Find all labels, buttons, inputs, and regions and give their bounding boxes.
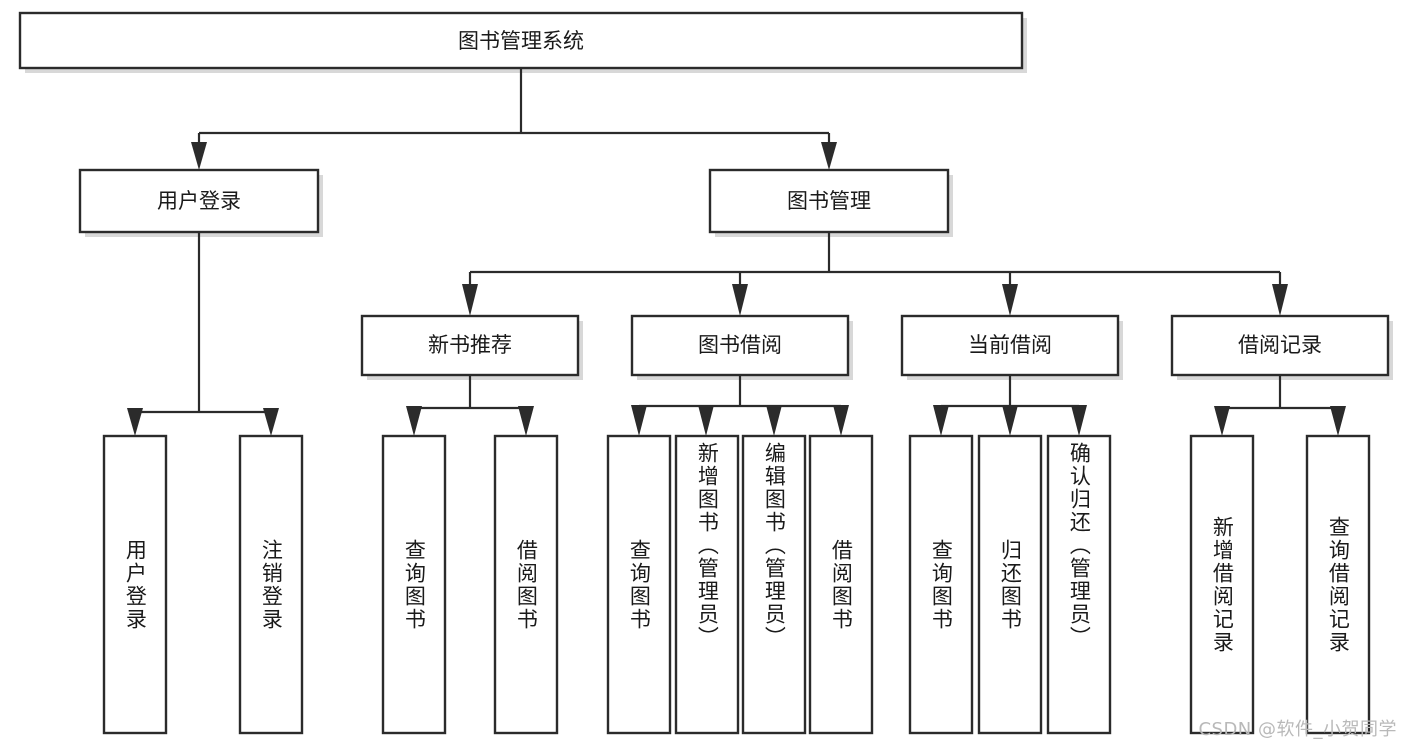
new-book-recommend-box[interactable] — [360, 314, 580, 377]
root-label: 图书管理系统 — [458, 29, 584, 53]
connectors-root-to-level2 — [191, 68, 837, 170]
leaf-box-query-book-3[interactable] — [908, 434, 974, 735]
leaf-box-add-book[interactable] — [674, 434, 740, 735]
leaf-box-borrow-book-1[interactable] — [493, 434, 559, 735]
leaf-box-return-book[interactable] — [977, 434, 1043, 735]
user-login-box[interactable] — [78, 168, 320, 234]
leaf-box-logout[interactable] — [238, 434, 304, 735]
arrow-leaf-query-book-1 — [406, 406, 422, 436]
leaf-box-add-record[interactable] — [1189, 434, 1255, 735]
borrow-record-box[interactable] — [1170, 314, 1390, 377]
leaf-box-user-login[interactable] — [102, 434, 168, 735]
leaf-box-borrow-book-2[interactable] — [808, 434, 874, 735]
book-management-box[interactable] — [708, 168, 950, 234]
connectors-book-mgmt-to-level3 — [462, 232, 1288, 316]
arrow-leaf-confirm-return — [1071, 405, 1087, 436]
current-borrow-box[interactable] — [900, 314, 1120, 377]
node-root[interactable]: 图书管理系统 — [18, 11, 1027, 73]
leaf-box-confirm-return[interactable] — [1046, 434, 1112, 735]
arrow-to-user-login — [191, 142, 207, 170]
root-box[interactable] — [18, 11, 1024, 70]
csdn-watermark: CSDN @软件_小贺同学 — [1198, 719, 1397, 740]
node-user-login[interactable]: 用户登录 — [78, 168, 323, 237]
leaf-box-query-book-1[interactable] — [381, 434, 447, 735]
arrow-leaf-user-login — [127, 408, 143, 436]
book-borrow-label: 图书借阅 — [698, 333, 782, 357]
new-book-recommend-label: 新书推荐 — [428, 333, 512, 357]
node-current-borrow[interactable]: 当前借阅 — [900, 314, 1123, 380]
arrow-leaf-return-book — [1002, 405, 1018, 436]
node-new-book-recommend[interactable]: 新书推荐 — [360, 314, 583, 380]
arrow-to-book-mgmt — [821, 142, 837, 170]
arrow-to-borrow-record — [1272, 284, 1288, 316]
leaf-boxes — [102, 434, 1371, 735]
arrow-leaf-logout — [263, 408, 279, 436]
current-borrow-label: 当前借阅 — [968, 333, 1052, 357]
node-book-borrow[interactable]: 图书借阅 — [630, 314, 853, 380]
arrow-leaf-query-record — [1330, 406, 1346, 436]
arrow-to-current-borrow — [1002, 284, 1018, 316]
arrow-to-new-book — [462, 284, 478, 316]
user-login-label: 用户登录 — [157, 189, 241, 213]
arrow-leaf-add-record — [1214, 406, 1230, 436]
connectors-user-login-to-leaves — [127, 232, 279, 436]
connectors-new-book-to-leaves — [406, 375, 534, 436]
leaf-box-query-record[interactable] — [1305, 434, 1371, 735]
arrow-leaf-query-book-3 — [933, 405, 949, 436]
node-book-management[interactable]: 图书管理 — [708, 168, 953, 237]
arrow-leaf-add-book — [698, 405, 714, 436]
arrow-leaf-borrow-book-1 — [518, 406, 534, 436]
arrow-leaf-query-book-2 — [631, 405, 647, 436]
arrow-leaf-edit-book — [766, 405, 782, 436]
leaf-box-edit-book[interactable] — [741, 434, 807, 735]
arrow-leaf-borrow-book-2 — [833, 405, 849, 436]
arrow-to-book-borrow — [732, 284, 748, 316]
connectors-book-borrow-to-leaves — [631, 375, 849, 436]
book-management-label: 图书管理 — [787, 189, 871, 213]
connectors-borrow-record-to-leaves — [1214, 375, 1346, 436]
connectors-current-borrow-to-leaves — [933, 375, 1087, 436]
borrow-record-label: 借阅记录 — [1238, 333, 1322, 357]
node-borrow-record[interactable]: 借阅记录 — [1170, 314, 1393, 380]
leaf-box-query-book-2[interactable] — [606, 434, 672, 735]
